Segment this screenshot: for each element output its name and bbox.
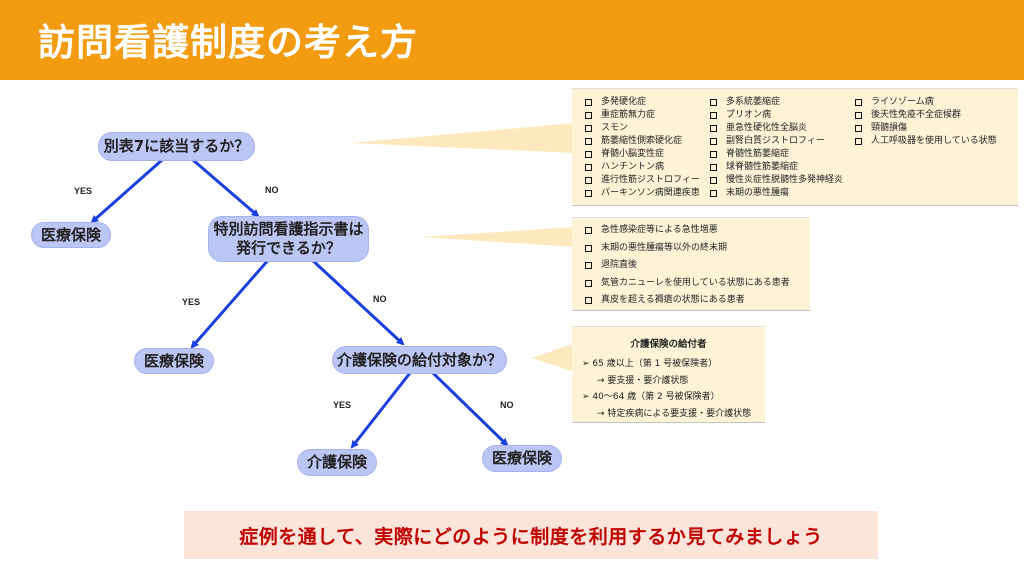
checkbox-icon [585, 112, 592, 119]
node-q1-yes-iryo: 医療保険 [31, 222, 111, 248]
checkbox-icon [585, 151, 592, 158]
list-item: 真皮を超える褥瘡の状態にある患者 [585, 292, 790, 310]
list-item: 人工呼吸器を使用している状態 [855, 135, 997, 148]
kaigo-line-40-sub: → 特定疾病による要支援・要介護状態 [597, 409, 752, 419]
checkbox-icon [710, 125, 717, 132]
kaigo-line-65: ➢ 65 歳以上（第 1 号被保険者） [582, 359, 718, 369]
node-q3-yes-kaigo: 介護保険 [297, 449, 377, 476]
callout-pointer-tokubetsu [420, 227, 575, 247]
kaigo-callout-box: 介護保険の給付者 ➢ 65 歳以上（第 1 号被保険者） → 要支援・要介護状態… [572, 326, 765, 423]
list-item: 急性感染症等による急性増悪 [585, 222, 790, 240]
checkbox-icon [710, 151, 717, 158]
checkbox-icon [585, 177, 592, 184]
list-item: 後天性免疫不全症候群 [855, 109, 997, 122]
callout-pointer-beppyo7 [350, 123, 575, 153]
list-item: 亜急性硬化性全脳炎 [710, 122, 843, 135]
node-q3-no-iryo: 医療保険 [482, 445, 562, 472]
list-item: 末期の悪性腫瘍 [710, 187, 843, 200]
list-item: 進行性筋ジストロフィー [585, 174, 700, 187]
label-q3-yes: YES [333, 400, 352, 410]
q3-yes-result-text: 介護保険 [306, 453, 367, 471]
checkbox-icon [710, 99, 717, 106]
list-item: 脊髄小脳変性症 [585, 148, 700, 161]
q2-text-line1: 特別訪問看護指示書は [213, 220, 364, 238]
checkbox-icon [710, 138, 717, 145]
q1-text: 別表7に該当するか？ [103, 137, 250, 155]
node-q3-kaigo: 介護保険の給付対象か？ [332, 346, 507, 374]
label-q3-no: NO [500, 400, 514, 410]
checkbox-icon [710, 112, 717, 119]
tokubetsu-list: 急性感染症等による急性増悪 末期の悪性腫瘍等以外の終末期 退院直後 気管カニュー… [585, 222, 790, 310]
beppyo7-callout-box: 多発硬化症 重症筋無力症 スモン 筋萎縮性側索硬化症 脊髄小脳変性症 ハンチント… [572, 88, 1018, 206]
label-q2-yes: YES [182, 297, 201, 307]
beppyo7-col3: ライソゾーム病 後天性免疫不全症候群 頸髄損傷 人工呼吸器を使用している状態 [855, 96, 997, 148]
checkbox-icon [585, 99, 592, 106]
page-title: 訪問看護制度の考え方 [38, 21, 418, 64]
title-bar: 訪問看護制度の考え方 [0, 0, 1024, 80]
callout-pointer-kaigo [532, 343, 575, 372]
label-q2-no: NO [373, 294, 387, 304]
checkbox-icon [585, 125, 592, 132]
arrow-q1-no [192, 158, 260, 218]
list-item: 気管カニューレを使用している状態にある患者 [585, 275, 790, 293]
kaigo-box-title: 介護保険の給付者 [630, 339, 707, 350]
list-item: ライソゾーム病 [855, 96, 997, 109]
checkbox-icon [710, 190, 717, 197]
arrow-q2-yes [190, 257, 272, 349]
list-item: ハンチントン病 [585, 161, 700, 174]
list-item: 末期の悪性腫瘍等以外の終末期 [585, 240, 790, 258]
list-item: 重症筋無力症 [585, 109, 700, 122]
list-item: 脊髄性筋萎縮症 [710, 148, 843, 161]
arrow-q1-yes [90, 158, 163, 224]
list-item: パーキンソン病関連疾患 [585, 187, 700, 200]
checkbox-icon [585, 244, 592, 252]
checkbox-icon [710, 164, 717, 171]
checkbox-icon [855, 112, 862, 119]
list-item: 多系統萎縮症 [710, 96, 843, 109]
kaigo-line-65-sub: → 要支援・要介護状態 [597, 376, 689, 386]
list-item: 球脊髄性筋萎縮症 [710, 161, 843, 174]
label-q1-yes: YES [74, 186, 93, 196]
list-item: プリオン病 [710, 109, 843, 122]
list-item: 多発硬化症 [585, 96, 700, 109]
beppyo7-col1: 多発硬化症 重症筋無力症 スモン 筋萎縮性側索硬化症 脊髄小脳変性症 ハンチント… [585, 96, 700, 200]
list-item: 副腎白質ジストロフィー [710, 135, 843, 148]
list-item: 頸髄損傷 [855, 122, 997, 135]
node-q2-tokubetsu: 特別訪問看護指示書は 発行できるか？ [208, 216, 369, 262]
tokubetsu-callout-box: 急性感染症等による急性増悪 末期の悪性腫瘍等以外の終末期 退院直後 気管カニュー… [572, 217, 810, 311]
checkbox-icon [585, 297, 592, 305]
checkbox-icon [585, 279, 592, 287]
checkbox-icon [585, 138, 592, 145]
list-item: 筋萎縮性側索硬化症 [585, 135, 700, 148]
list-item: スモン [585, 122, 700, 135]
q2-yes-result-text: 医療保険 [143, 351, 204, 370]
kaigo-line-40: ➢ 40～64 歳（第 2 号被保険者） [582, 392, 720, 402]
arrow-q2-no [308, 256, 405, 346]
node-q2-yes-iryo: 医療保険 [134, 348, 214, 374]
node-q1-beppyo7: 別表7に該当するか？ [98, 132, 255, 161]
q1-yes-result-text: 医療保険 [40, 225, 101, 244]
checkbox-icon [855, 99, 862, 106]
bottom-banner: 症例を通して、実際にどのように制度を利用するか見てみましょう [184, 511, 878, 559]
q3-text: 介護保険の給付対象か？ [336, 350, 502, 369]
arrow-q3-no [431, 371, 509, 447]
q2-text-line2: 発行できるか？ [236, 239, 341, 257]
checkbox-icon [585, 262, 592, 270]
beppyo7-col2: 多系統萎縮症 プリオン病 亜急性硬化性全脳炎 副腎白質ジストロフィー 脊髄性筋萎… [710, 96, 843, 200]
q3-no-result-text: 医療保険 [491, 449, 552, 467]
list-item: 慢性炎症性脱髄性多発神経炎 [710, 174, 843, 187]
checkbox-icon [585, 190, 592, 197]
banner-text: 症例を通して、実際にどのように制度を利用するか見てみましょう [239, 525, 823, 548]
checkbox-icon [855, 138, 862, 145]
checkbox-icon [585, 227, 592, 235]
arrow-q3-yes [350, 372, 412, 449]
label-q1-no: NO [265, 185, 279, 195]
checkbox-icon [855, 125, 862, 132]
list-item: 退院直後 [585, 257, 790, 275]
checkbox-icon [710, 177, 717, 184]
checkbox-icon [585, 164, 592, 171]
